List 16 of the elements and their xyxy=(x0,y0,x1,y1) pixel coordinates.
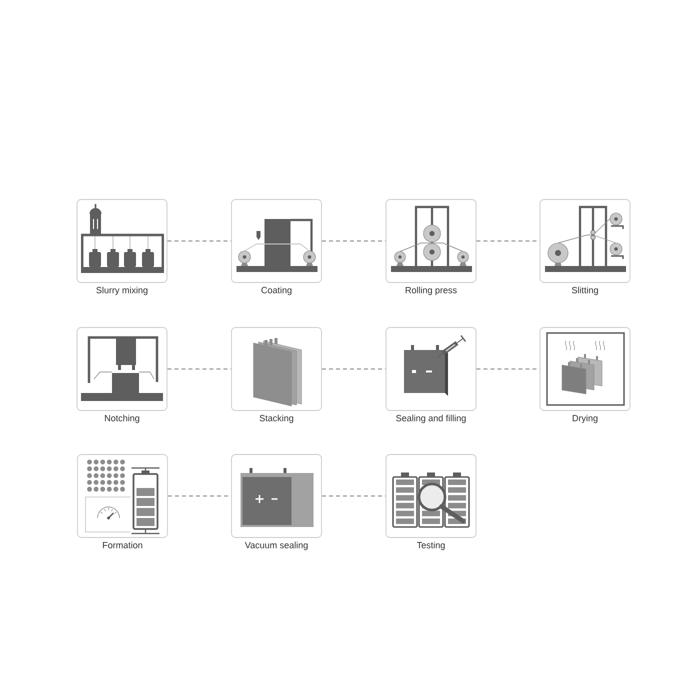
step-label: Slurry mixing xyxy=(96,286,148,296)
step-label: Formation xyxy=(102,542,142,548)
dashed-connector xyxy=(322,368,386,370)
step-label: Drying xyxy=(572,414,598,424)
step-label: Stacking xyxy=(260,414,294,424)
step-label: Rolling press xyxy=(406,286,457,296)
dashed-connector xyxy=(167,368,232,370)
dashed-connector xyxy=(322,495,386,497)
step-label: Testing xyxy=(416,542,445,550)
dashed-connector xyxy=(322,240,386,242)
dashed-connector xyxy=(167,240,232,242)
step-label: Coating xyxy=(261,286,292,296)
step-label: Notching xyxy=(104,414,140,424)
step-label: Slitting xyxy=(572,286,598,296)
step-label: Vacuum sealing xyxy=(244,542,308,550)
step-label: Sealing and filling xyxy=(396,414,466,424)
